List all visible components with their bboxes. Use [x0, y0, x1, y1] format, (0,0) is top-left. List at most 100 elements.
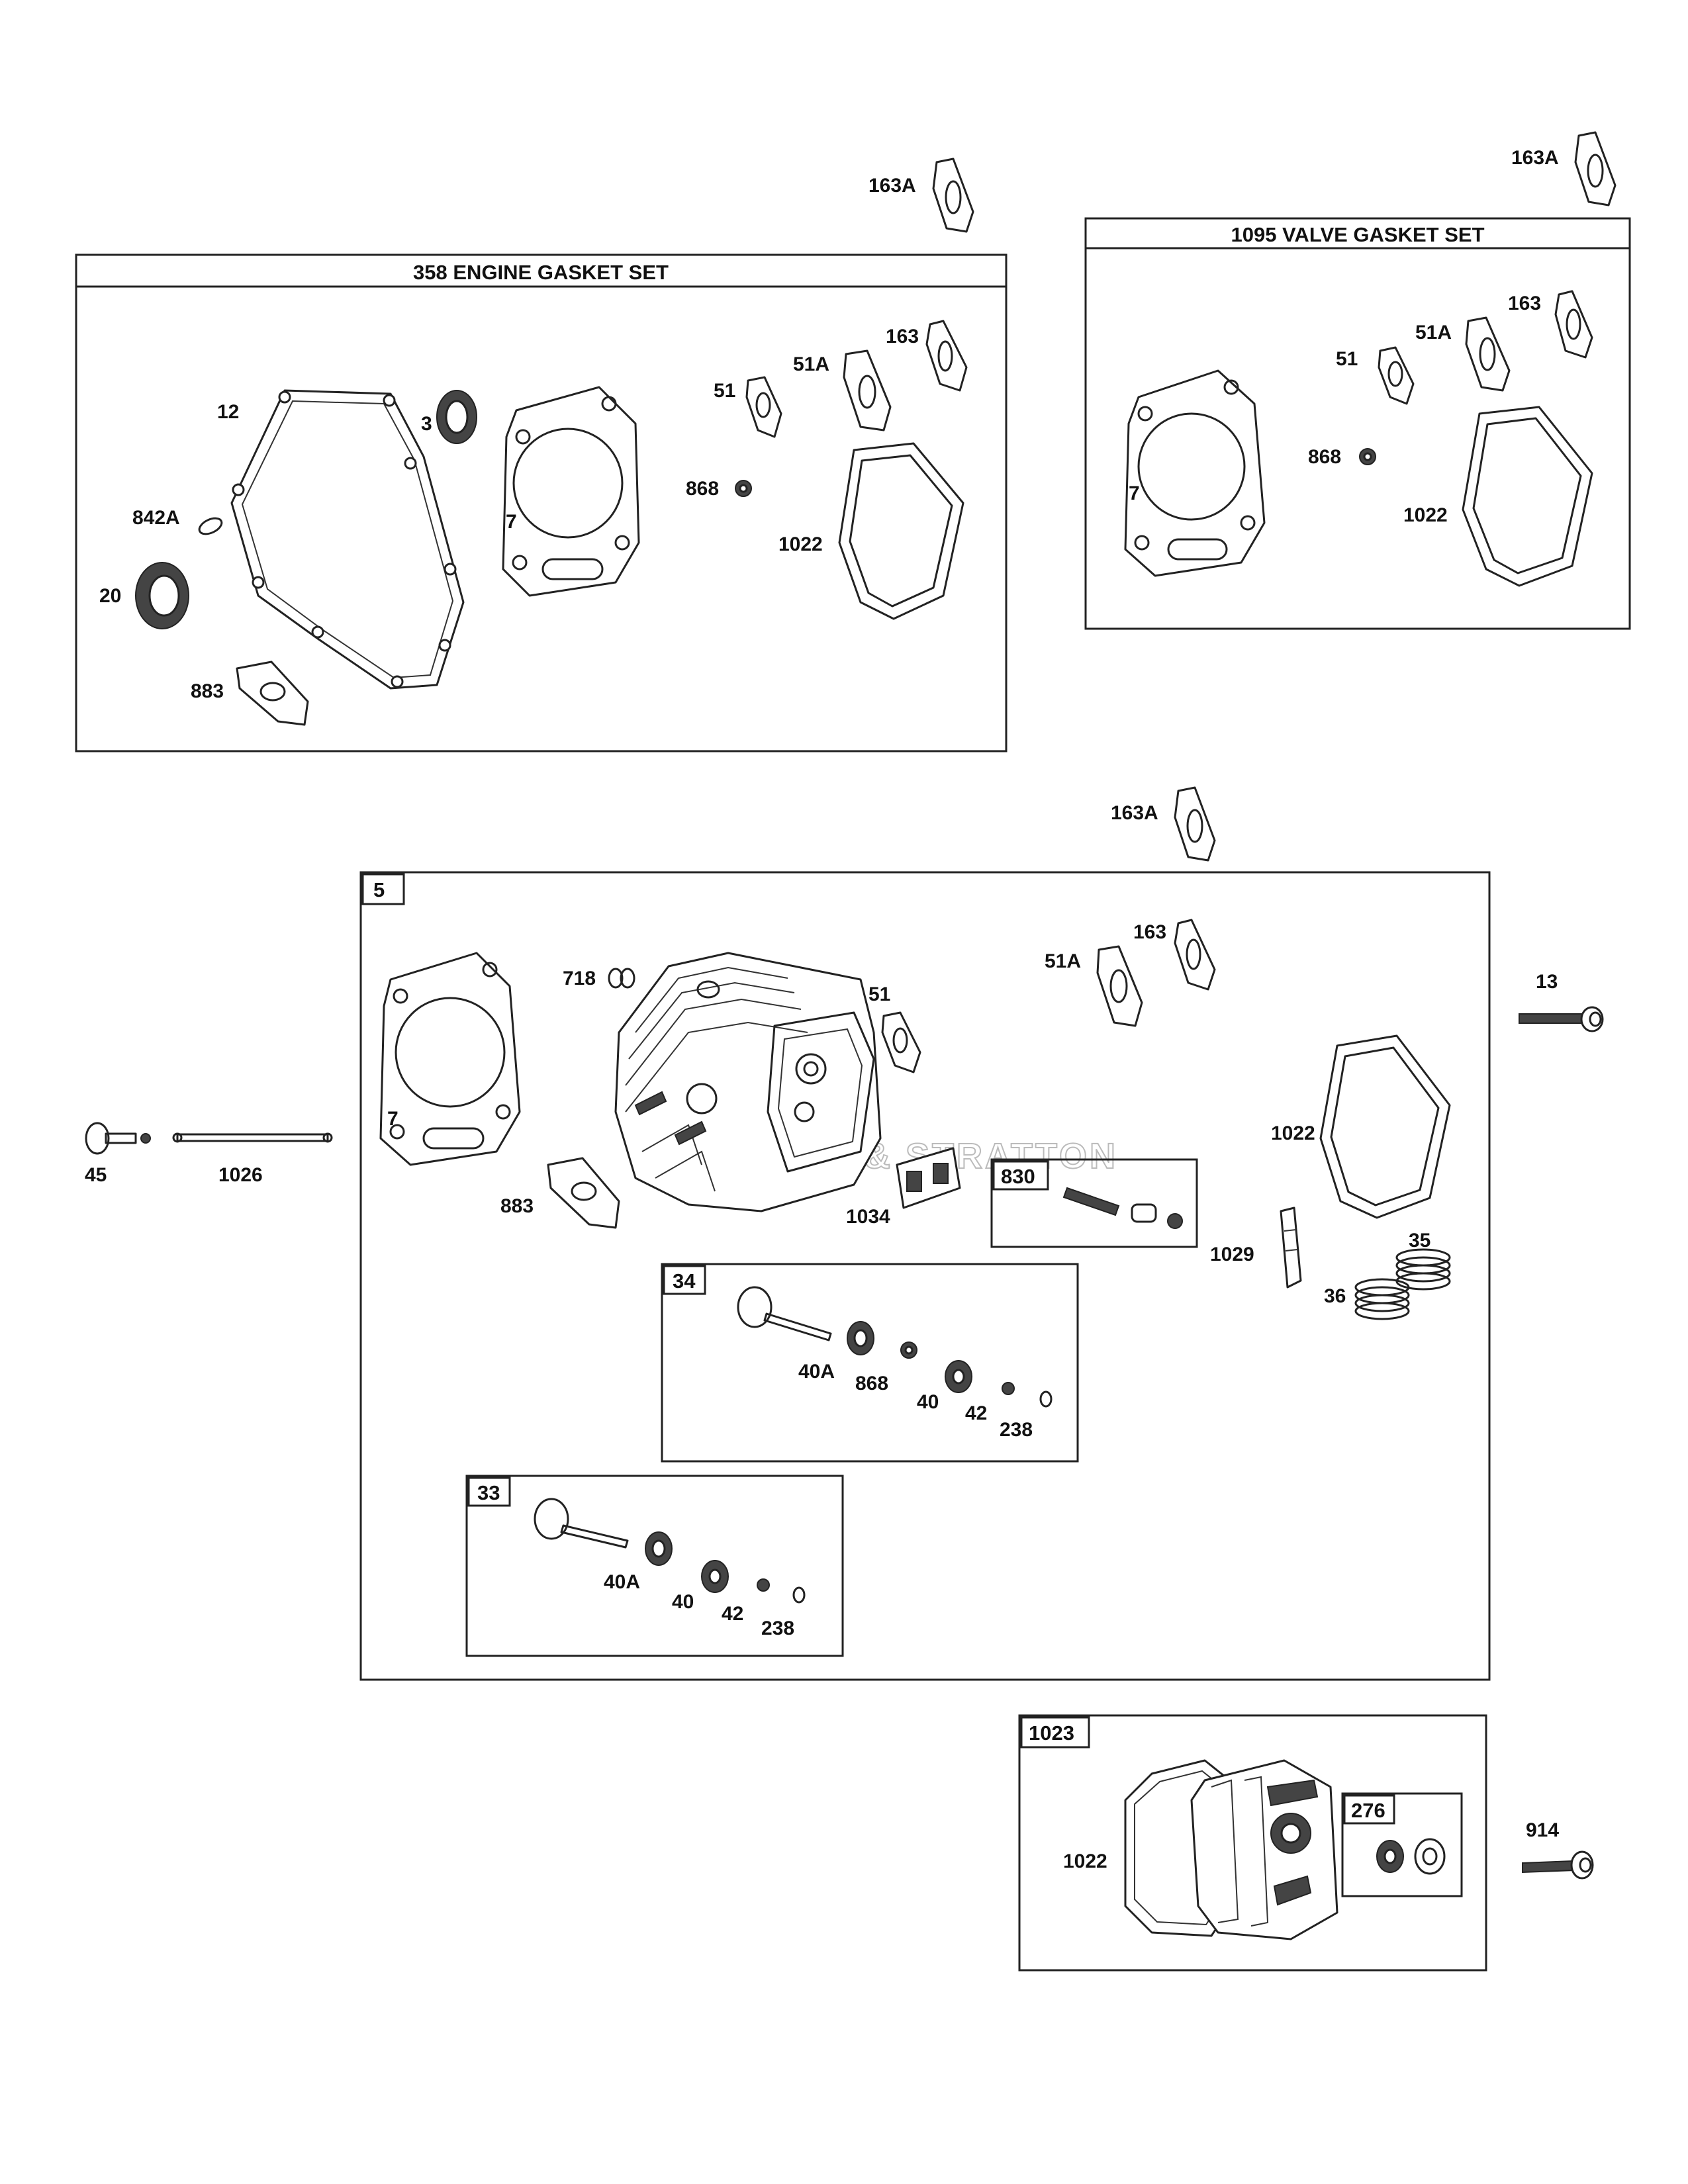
valve-group-34-panel: 34 — [661, 1263, 1079, 1463]
valve-gasket-set-panel: 1095 VALVE GASKET SET 163 51A 51 868 7 — [1084, 217, 1631, 630]
cylinder-head — [614, 952, 882, 1212]
ch-label-35: 35 — [1409, 1230, 1430, 1251]
group-tag-276: 276 — [1351, 1799, 1385, 1822]
group-tag-5: 5 — [373, 878, 385, 901]
label-163A-top-right: 163A — [1511, 147, 1559, 169]
vg-gasket-163 — [1554, 290, 1593, 359]
push-rod-1026 — [172, 1132, 333, 1143]
crankcase-gasket-holes — [232, 390, 457, 688]
group-276-panel: 276 — [1341, 1792, 1463, 1897]
oil-seal-3 — [436, 390, 477, 444]
valve-cover — [1190, 1759, 1338, 1940]
label-51: 51 — [714, 380, 735, 402]
ch-gasket-51A — [1096, 945, 1143, 1027]
vg-label-1022: 1022 — [1403, 504, 1448, 526]
label-914: 914 — [1526, 1819, 1559, 1841]
valve-spring-36 — [1354, 1278, 1410, 1320]
carb-gasket-883 — [236, 660, 309, 726]
rocker-cover-gasket-1022 — [838, 442, 964, 620]
rocker-stud — [1062, 1187, 1183, 1229]
ch-gasket-51 — [881, 1011, 921, 1073]
vg-gasket-51 — [1378, 346, 1415, 405]
vg-label-51A: 51A — [1415, 322, 1452, 343]
label-7: 7 — [506, 511, 517, 533]
group-tag-1023: 1023 — [1029, 1721, 1074, 1745]
ch-label-1034: 1034 — [846, 1206, 890, 1228]
group-tag-830: 830 — [1001, 1165, 1035, 1188]
ch-rocker-cover-gasket-1022 — [1319, 1034, 1451, 1219]
v34-cap-42 — [1002, 1382, 1015, 1395]
valve-group-33-panel: 33 — [465, 1475, 844, 1657]
dowel-842A — [198, 517, 223, 535]
ch-label-883: 883 — [500, 1195, 534, 1217]
plate-1034 — [896, 1147, 961, 1209]
vg-label-868: 868 — [1308, 446, 1341, 468]
intake-valve — [534, 1498, 629, 1549]
intake-gasket-51A — [843, 349, 892, 432]
label-3: 3 — [421, 413, 432, 435]
label-1026: 1026 — [218, 1164, 263, 1186]
valve-cover-group-1023-panel: 1023 276 — [1018, 1714, 1487, 1972]
group-tag-34: 34 — [673, 1269, 696, 1293]
label-51A: 51A — [793, 353, 829, 375]
ch-label-7: 7 — [387, 1108, 399, 1130]
ch-label-163: 163 — [1133, 921, 1166, 943]
v33-cap-42 — [757, 1578, 770, 1592]
crankcase-gasket — [230, 389, 465, 690]
v34-label-238: 238 — [1000, 1419, 1033, 1441]
vc-label-1022: 1022 — [1063, 1850, 1107, 1872]
ch-label-51: 51 — [868, 983, 890, 1005]
gasket-163A-top-mid — [932, 158, 974, 233]
seal-868 — [735, 480, 752, 497]
bolt-13 — [1519, 1006, 1604, 1032]
oil-seal-20 — [135, 562, 189, 629]
gasket-163A-top-right — [1574, 131, 1617, 206]
v34-label-40A: 40A — [798, 1361, 835, 1383]
label-12: 12 — [217, 401, 239, 423]
v33-label-40A: 40A — [604, 1571, 640, 1593]
dowel-718 — [608, 968, 635, 989]
label-20: 20 — [99, 585, 121, 607]
v34-keeper-238 — [1039, 1390, 1053, 1408]
v33-retainer-40 — [701, 1560, 729, 1593]
v33-label-238: 238 — [761, 1617, 794, 1639]
group-tag-33: 33 — [477, 1481, 500, 1504]
v33-keeper-238 — [792, 1586, 806, 1604]
head-gasket-7 — [502, 386, 640, 597]
vg-label-163: 163 — [1508, 293, 1541, 314]
v34-retainer-40 — [945, 1360, 972, 1393]
vg-gasket-51A — [1465, 316, 1511, 392]
ch-head-gasket-7 — [379, 952, 521, 1166]
vg-label-51: 51 — [1336, 348, 1358, 370]
group-830-panel: 830 — [990, 1158, 1198, 1248]
label-13: 13 — [1536, 971, 1558, 993]
vg-rocker-cover-gasket-1022 — [1462, 406, 1593, 587]
v33-label-42: 42 — [722, 1603, 743, 1625]
ch-label-1022: 1022 — [1271, 1122, 1315, 1144]
ch-label-51A: 51A — [1045, 950, 1081, 972]
ch-carb-gasket-883 — [547, 1157, 620, 1229]
ch-label-718: 718 — [563, 968, 596, 989]
ch-gasket-163 — [1174, 919, 1216, 991]
rocker-arm-1029 — [1280, 1206, 1302, 1289]
label-842A: 842A — [132, 507, 180, 529]
engine-gasket-set-panel: 358 ENGINE GASKET SET 12 3 7 — [75, 253, 1008, 752]
engine-gasket-set-title: 358 ENGINE GASKET SET — [413, 261, 669, 284]
v33-label-40: 40 — [672, 1591, 694, 1613]
v34-seal-40A — [847, 1321, 874, 1355]
ch-label-1029: 1029 — [1210, 1244, 1254, 1265]
v34-label-42: 42 — [965, 1402, 987, 1424]
vg-head-gasket-7 — [1124, 369, 1266, 577]
label-868: 868 — [686, 478, 719, 500]
label-883: 883 — [191, 680, 224, 702]
label-1022: 1022 — [778, 533, 823, 555]
v34-label-40: 40 — [917, 1391, 939, 1413]
v34-label-868: 868 — [855, 1373, 888, 1394]
label-163A-top-mid: 163A — [868, 175, 916, 197]
exhaust-valve — [737, 1286, 832, 1342]
label-45: 45 — [85, 1164, 107, 1186]
vg-label-7: 7 — [1129, 482, 1140, 504]
gasket-163 — [925, 320, 968, 392]
label-163: 163 — [886, 326, 919, 347]
